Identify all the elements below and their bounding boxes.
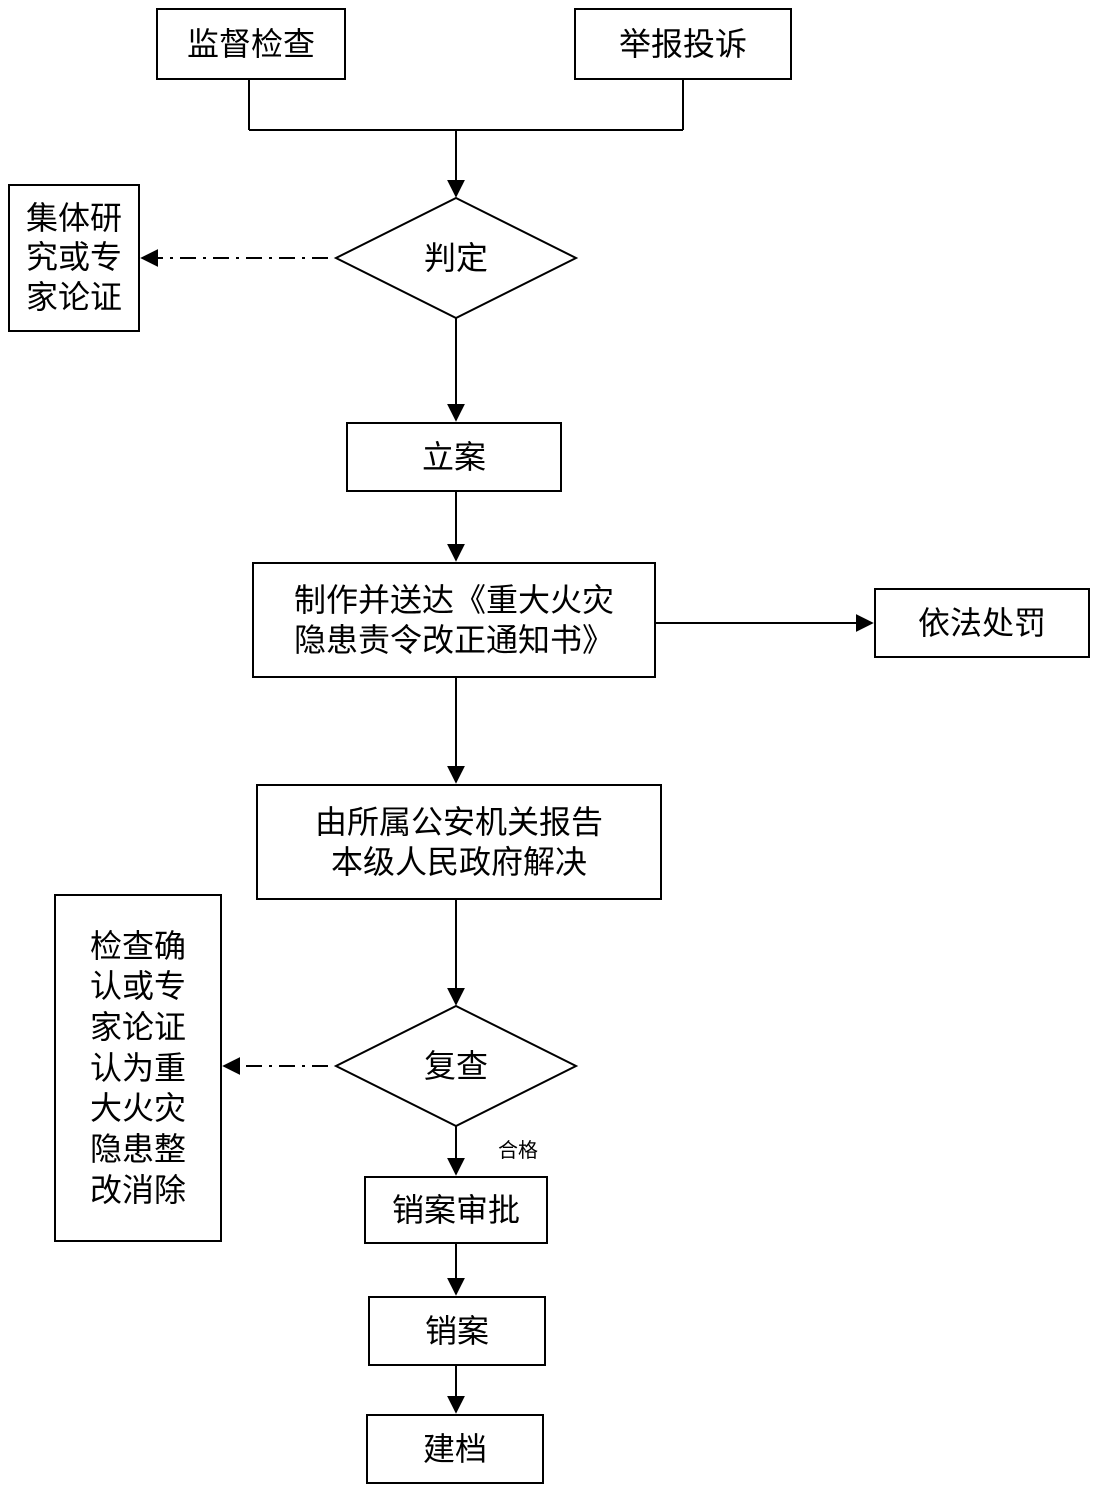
recheck-label: 复查 [423, 1047, 488, 1085]
close-box: 销案 [368, 1296, 546, 1366]
archive-label: 建档 [422, 1430, 487, 1468]
report-gov-line-2: 本级人民政府解决 [330, 843, 587, 881]
supervision-box: 监督检查 [156, 8, 346, 80]
penalty-label: 依法处罚 [917, 604, 1046, 642]
collective-box: 集体研 究或专 家论证 [8, 184, 140, 332]
penalty-box: 依法处罚 [874, 588, 1090, 658]
recheck-confirm-line-6: 隐患整 [89, 1129, 186, 1168]
recheck-confirm-box: 检查确 认或专 家论证 认为重 大火灾 隐患整 改消除 [54, 894, 222, 1242]
merge-connector [248, 80, 684, 198]
collective-line-3: 家论证 [25, 277, 122, 316]
recheck-confirm-line-3: 家论证 [89, 1008, 186, 1047]
supervision-label: 监督检查 [186, 25, 315, 63]
collective-line-1: 集体研 [25, 199, 122, 238]
notice-line-2: 隐患责令改正通知书》 [293, 621, 614, 659]
report-label: 举报投诉 [618, 25, 747, 63]
file-case-label: 立案 [421, 438, 486, 476]
notice-line-1: 制作并送达《重大火灾 [293, 581, 614, 619]
recheck-confirm-line-4: 认为重 [89, 1048, 186, 1087]
file-case-box: 立案 [346, 422, 562, 492]
qualified-label: 合格 [498, 1138, 538, 1162]
recheck-confirm-line-1: 检查确 [89, 926, 186, 965]
collective-line-2: 究或专 [25, 238, 122, 277]
report-gov-line-1: 由所属公安机关报告 [314, 803, 603, 841]
archive-box: 建档 [366, 1414, 544, 1484]
recheck-confirm-line-2: 认或专 [89, 967, 186, 1006]
report-box: 举报投诉 [574, 8, 792, 80]
judge-label: 判定 [423, 239, 488, 277]
notice-box: 制作并送达《重大火灾 隐患责令改正通知书》 [252, 562, 656, 678]
close-approval-label: 销案审批 [391, 1191, 520, 1229]
recheck-confirm-line-7: 改消除 [89, 1170, 186, 1209]
report-gov-box: 由所属公安机关报告 本级人民政府解决 [256, 784, 662, 900]
close-approval-box: 销案审批 [364, 1176, 548, 1244]
close-label: 销案 [424, 1312, 489, 1350]
recheck-confirm-line-5: 大火灾 [89, 1089, 186, 1128]
